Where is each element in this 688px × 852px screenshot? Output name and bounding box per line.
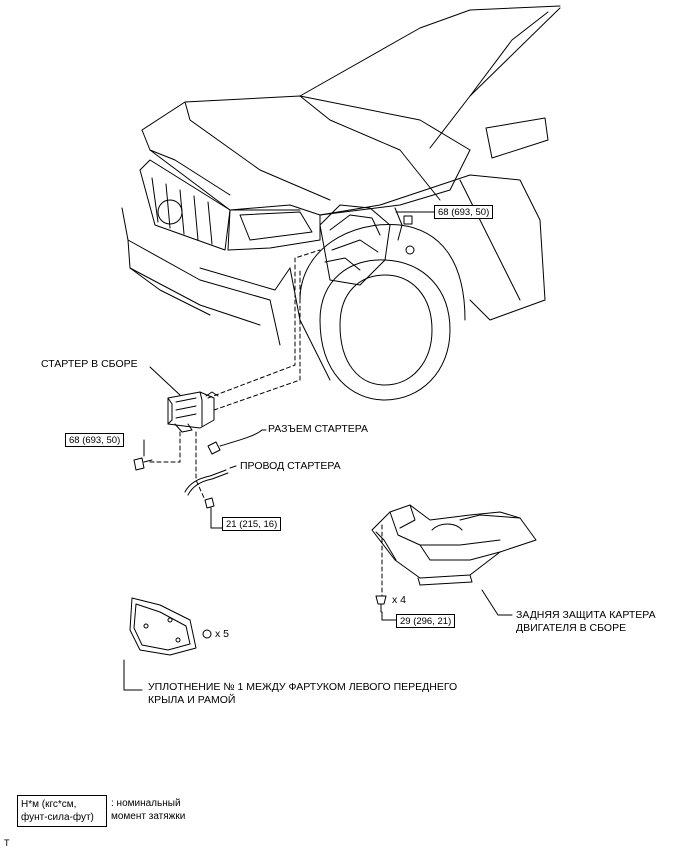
cover-bolt <box>375 595 387 613</box>
legend-unit-line1: Н*м (кгс*см, <box>21 799 77 810</box>
starter-bolt <box>133 457 153 471</box>
starter-connector-label: РАЗЪЕМ СТАРТЕРА <box>268 423 369 435</box>
torque-unit-legend: Н*м (кгс*см, фунт-сила-фут) <box>17 795 107 827</box>
bolt-quantity: x 4 <box>392 594 407 606</box>
seal-label-line1: УПЛОТНЕНИЕ № 1 МЕЖДУ ФАРТУКОМ ЛЕВОГО ПЕР… <box>148 681 458 693</box>
torque-starter-bolt: 68 (693, 50) <box>65 433 125 447</box>
clip-quantity: x 5 <box>215 628 230 640</box>
starter-wire-label: ПРОВОД СТАРТЕРА <box>240 460 341 472</box>
starter-assembly-label: СТАРТЕР В СБОРЕ <box>41 358 138 370</box>
starter-connector <box>207 429 263 455</box>
vehicle-body <box>121 5 561 401</box>
torque-upper-bolt: 68 (693, 50) <box>434 205 494 219</box>
legend-description: : номинальный момент затяжки <box>111 797 185 823</box>
seal-clip <box>202 629 212 639</box>
fender-apron-seal <box>129 597 197 656</box>
torque-guard-bolt: 29 (296, 21) <box>396 614 456 628</box>
starter-motor <box>167 391 219 433</box>
corner-mark: T <box>4 838 10 848</box>
leader-lines <box>123 211 513 691</box>
starter-wire <box>184 469 229 509</box>
engine-under-cover <box>371 504 537 586</box>
legend-desc-line2: момент затяжки <box>111 811 186 822</box>
seal-label-line2: КРЫЛА И РАМОЙ <box>148 694 236 706</box>
torque-wire-nut: 21 (215, 16) <box>222 517 282 531</box>
rear-guard-label-line1: ЗАДНЯЯ ЗАЩИТА КАРТЕРА <box>516 609 656 621</box>
rear-guard-label-line2: ДВИГАТЕЛЯ В СБОРЕ <box>516 622 627 634</box>
installation-dashes <box>149 249 383 597</box>
legend-unit-line2: фунт-сила-фут) <box>21 812 94 823</box>
legend-desc-line1: : номинальный <box>111 798 181 809</box>
